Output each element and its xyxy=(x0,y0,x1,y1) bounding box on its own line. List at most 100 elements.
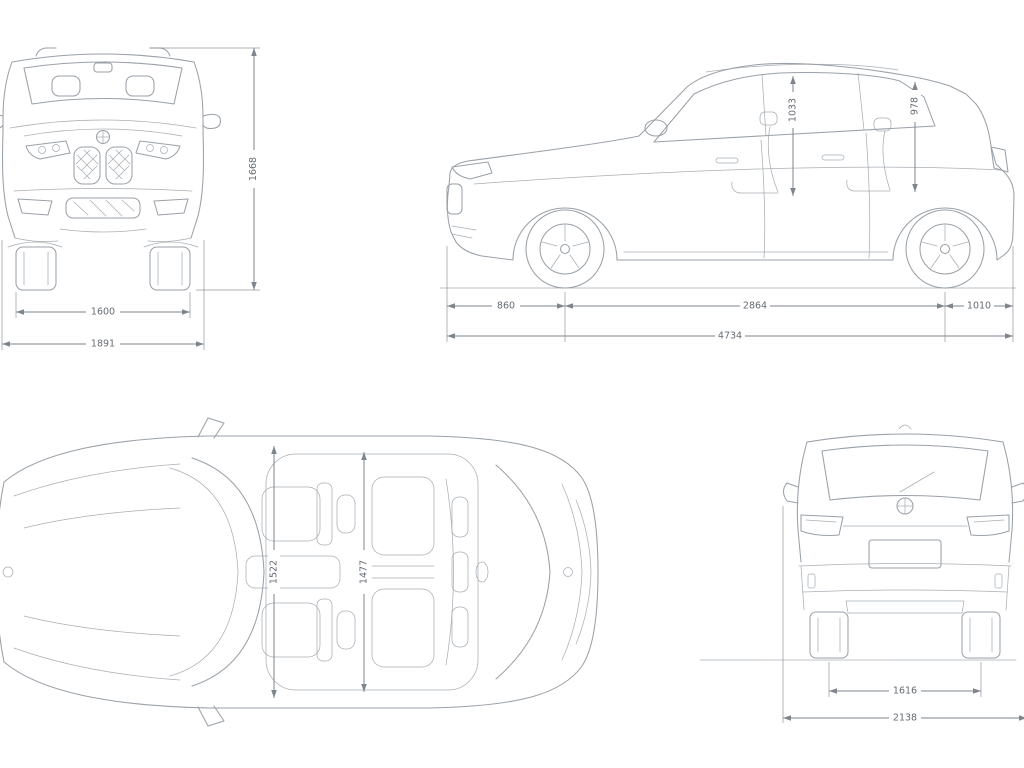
rear-body-side-right xyxy=(1002,441,1014,563)
rear-wiper xyxy=(899,471,935,493)
side-door-seam-rear xyxy=(865,132,871,259)
side-roof-rail xyxy=(705,63,899,73)
front-rearview-mirror xyxy=(93,62,113,73)
top-roof-panel xyxy=(265,453,479,691)
side-dimensions: 1033 978 860 2864 1010 4734 xyxy=(446,76,1014,342)
front-side-intake-left xyxy=(17,198,53,216)
dim-label-track: 1600 xyxy=(91,307,115,318)
dim-label-front-overhang: 860 xyxy=(497,301,515,312)
top-view: 1522 1477 xyxy=(0,417,599,727)
top-windshield-arc xyxy=(191,457,265,687)
rear-body-side-left xyxy=(796,441,808,563)
rear-dimensions: 1616 2138 xyxy=(782,506,1024,724)
front-body-side-left xyxy=(1,61,16,239)
dim-label-track-rear: 1616 xyxy=(893,686,917,697)
side-character-line xyxy=(473,166,1001,185)
front-intake-mesh xyxy=(73,199,135,217)
front-headlight-left xyxy=(25,140,71,160)
rear-diffuser xyxy=(845,600,965,614)
side-rear-wheel xyxy=(905,209,985,289)
top-cowl-arc xyxy=(169,467,239,677)
rear-wheel-tread-lines xyxy=(817,617,993,653)
front-bumper-line xyxy=(13,188,193,192)
rear-mirror-left xyxy=(782,482,799,504)
bmw-roundel-icon xyxy=(95,129,111,145)
top-mirror-right xyxy=(197,705,225,727)
rear-taillight-right-detail xyxy=(973,519,1005,523)
rear-bumper-top xyxy=(798,563,1012,567)
dim-label-width: 1891 xyxy=(91,339,115,350)
top-front-roundel xyxy=(2,566,14,578)
rear-roof-line xyxy=(806,433,1004,443)
top-car-drawing xyxy=(0,417,599,727)
side-headlight xyxy=(451,161,493,180)
front-center-intake xyxy=(65,197,141,219)
dim-label-height: 1668 xyxy=(248,157,259,181)
front-bumper-bottom-left xyxy=(14,237,59,242)
rear-reflector-left xyxy=(807,573,816,589)
front-headrest-right xyxy=(125,75,155,97)
bmw-roundel-icon xyxy=(896,497,914,515)
front-side-intake-right xyxy=(153,198,189,216)
side-door-seam-front xyxy=(760,139,766,259)
front-lower-lip xyxy=(59,228,147,233)
dim-label-rear-overhang: 1010 xyxy=(967,301,991,312)
dim-label-width-mirrors: 2138 xyxy=(893,713,917,724)
front-wheel-left xyxy=(15,246,57,291)
side-door-handle-front xyxy=(715,157,739,164)
rear-taillight-left-detail xyxy=(805,519,837,523)
top-rear-window-arc xyxy=(495,464,551,680)
front-roof-rail-right xyxy=(149,47,171,57)
dim-label-width-front: 1522 xyxy=(269,560,280,584)
front-kidney-grille-right xyxy=(105,146,133,185)
front-hood-crease xyxy=(23,128,183,137)
front-bumper-bottom-right xyxy=(147,237,192,242)
rear-wheel-left xyxy=(809,611,849,659)
front-headlight-right-lens xyxy=(160,146,168,154)
front-headlight-left-lens xyxy=(52,144,60,152)
front-wheel-arch-right xyxy=(143,241,199,248)
top-antenna-fin xyxy=(475,561,489,583)
top-dimensions: 1522 1477 xyxy=(268,446,370,698)
top-hood-line xyxy=(13,647,181,681)
front-headlight-left-lens xyxy=(38,146,46,154)
front-headlight-right xyxy=(135,140,181,160)
side-front-wheel xyxy=(525,209,605,289)
front-hood-line xyxy=(9,119,197,129)
side-taillight xyxy=(990,146,1009,173)
rear-antenna-fin xyxy=(898,424,912,430)
top-front-seat-left xyxy=(261,482,356,546)
side-b-pillar xyxy=(761,73,767,137)
top-rear-bench xyxy=(371,476,469,668)
extension-line xyxy=(446,246,1014,342)
top-hood-line xyxy=(13,463,181,497)
top-hood-crease xyxy=(23,615,181,637)
side-front-intake xyxy=(451,225,477,239)
front-wheel-arch-left xyxy=(7,241,63,248)
front-mirror-right xyxy=(202,113,221,130)
rear-reflector-right xyxy=(994,573,1003,589)
top-body-outline xyxy=(0,435,599,709)
side-mirror xyxy=(644,119,668,137)
rear-mirror-right xyxy=(1011,482,1024,504)
front-roof-rail-left xyxy=(35,47,57,57)
front-view: 1668 1600 1891 xyxy=(0,47,260,350)
front-windshield xyxy=(23,61,183,105)
rear-window xyxy=(821,444,989,501)
extension-line xyxy=(782,506,784,723)
front-roof-line xyxy=(11,53,195,63)
dim-label-wheelbase: 2864 xyxy=(743,301,767,312)
front-car-drawing xyxy=(0,47,221,291)
rear-view: 1616 2138 xyxy=(699,424,1024,724)
rear-license-plate xyxy=(868,539,942,569)
side-door-handle-rear xyxy=(821,154,845,161)
top-mirror-left xyxy=(197,417,225,439)
side-body-outline xyxy=(446,62,1015,261)
side-glasshouse xyxy=(653,71,936,143)
dim-label-headroom-rear: 978 xyxy=(910,97,921,115)
front-wheel-right xyxy=(149,246,191,291)
top-center-console xyxy=(245,555,341,589)
dim-label-width-rear: 1477 xyxy=(359,560,370,584)
front-wheel-tread-lines xyxy=(23,251,183,286)
